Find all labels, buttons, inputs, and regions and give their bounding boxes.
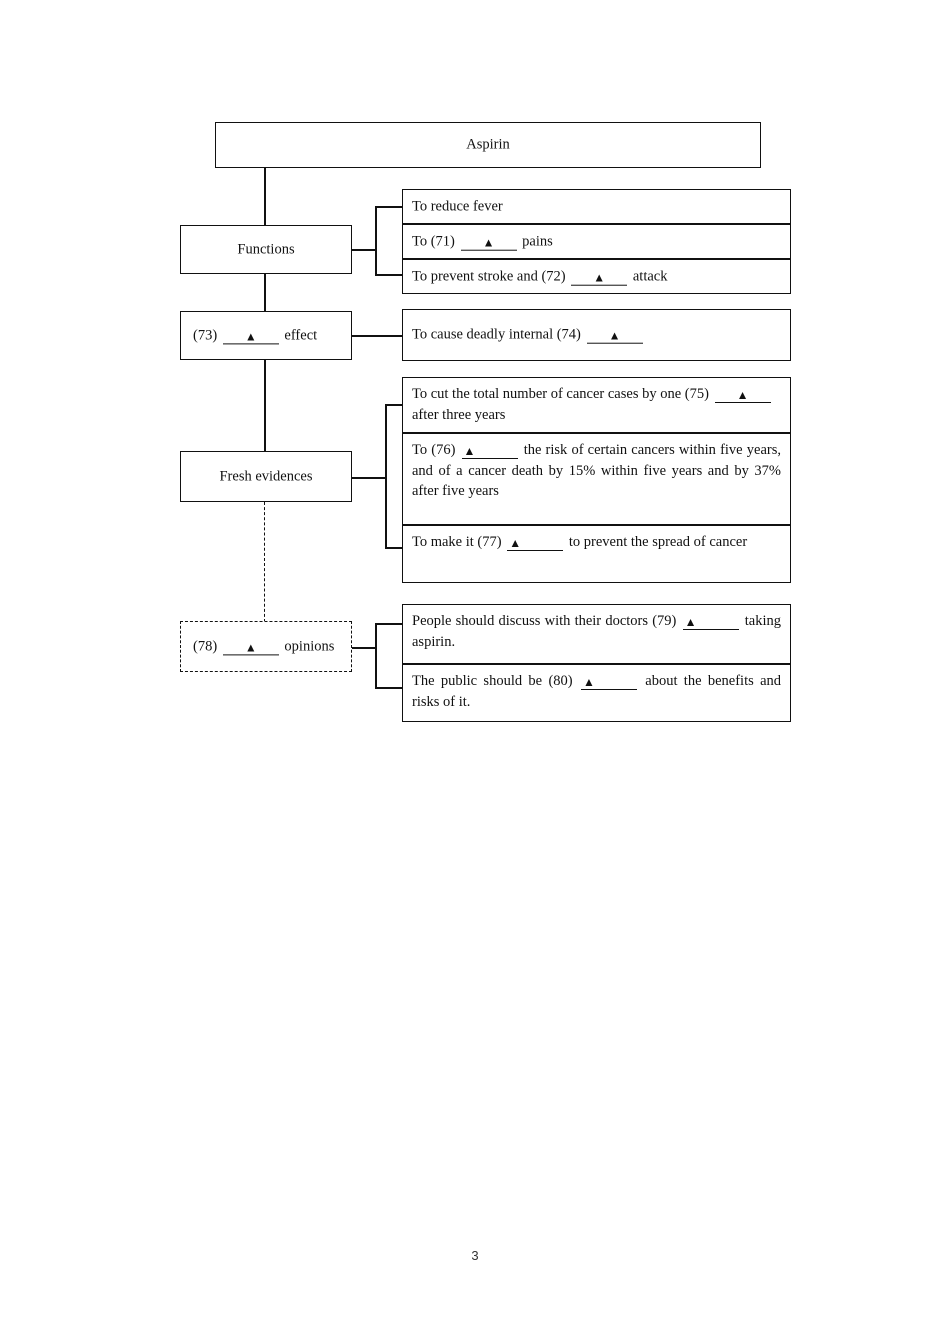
triangle-icon: ▲ — [684, 615, 697, 629]
triangle-icon: ▲ — [608, 328, 621, 343]
detail-cell-76-risk-cancers: To (76) ▲ the risk of certain cancers wi… — [402, 433, 791, 525]
detail-cell-77-spread-cancer: To make it (77) ▲ to prevent the spread … — [402, 525, 791, 583]
answer-blank[interactable]: ▲ — [714, 387, 771, 404]
connector-opinions-stub — [352, 647, 375, 649]
detail-cell-text: To (76) ▲ the risk of certain cancers wi… — [412, 442, 781, 500]
triangle-icon: ▲ — [463, 444, 476, 458]
detail-cell-text: To cut the total number of cancer cases … — [412, 384, 781, 425]
answer-blank[interactable]: ▲ — [682, 614, 739, 631]
answer-blank[interactable]: ▲ — [507, 535, 564, 552]
detail-cell-text: To reduce fever — [412, 198, 503, 215]
detail-cell-79-doctors: People should discuss with their doctors… — [402, 604, 791, 664]
detail-cell-text: To (71) ▲ pains — [412, 233, 553, 251]
triangle-icon: ▲ — [244, 328, 257, 343]
title-box-label: Aspirin — [466, 136, 510, 153]
answer-blank[interactable]: ▲ — [580, 674, 637, 691]
detail-cell-71-pains: To (71) ▲ pains — [402, 224, 791, 259]
connector-functions-spine — [375, 206, 377, 275]
title-box: Aspirin — [215, 122, 761, 168]
triangle-icon: ▲ — [582, 675, 595, 689]
detail-cell-reduce-fever: To reduce fever — [402, 189, 791, 224]
triangle-icon: ▲ — [593, 270, 606, 285]
connector-fresh-row3 — [385, 547, 403, 549]
detail-cell-text: The public should be (80) ▲ about the be… — [412, 673, 782, 710]
detail-cell-75-three-years: To cut the total number of cancer cases … — [402, 377, 791, 433]
answer-blank[interactable]: ▲ — [222, 639, 279, 656]
page-number: 3 — [471, 1248, 479, 1263]
detail-cell-74-internal: To cause deadly internal (74) ▲ — [402, 309, 791, 361]
detail-cell-text: To prevent stroke and (72) ▲ attack — [412, 268, 668, 286]
connector-fresh-row1 — [385, 404, 403, 406]
branch-label-78-opinions: (78) ▲ opinions — [193, 637, 335, 656]
detail-cell-72-attack: To prevent stroke and (72) ▲ attack — [402, 259, 791, 294]
trunk-line-fresh-to-78 — [264, 502, 265, 622]
answer-blank[interactable]: ▲ — [222, 328, 279, 345]
connector-opinions-spine — [375, 623, 377, 688]
detail-cell-80-public: The public should be (80) ▲ about the be… — [402, 664, 791, 722]
connector-fresh-spine — [385, 404, 387, 548]
detail-cell-text: To cause deadly internal (74) ▲ — [412, 325, 781, 346]
triangle-icon: ▲ — [736, 388, 749, 402]
detail-cell-text: To make it (77) ▲ to prevent the spread … — [412, 534, 748, 552]
triangle-icon: ▲ — [509, 536, 522, 550]
triangle-icon: ▲ — [482, 235, 495, 250]
branch-label-73-effect: (73) ▲ effect — [193, 326, 318, 345]
connector-functions-row1 — [375, 206, 403, 208]
answer-blank[interactable]: ▲ — [460, 234, 517, 251]
connector-opinions-row1 — [375, 623, 403, 625]
branch-label-functions: Functions — [237, 241, 295, 257]
answer-blank[interactable]: ▲ — [461, 443, 518, 460]
branch-label-box-functions: Functions — [180, 225, 352, 274]
connector-functions-row3 — [375, 274, 403, 276]
branch-label-box-73-effect: (73) ▲ effect — [180, 311, 352, 360]
answer-blank[interactable]: ▲ — [586, 328, 643, 344]
connector-73-to-detail — [352, 335, 402, 337]
answer-blank[interactable]: ▲ — [571, 269, 628, 286]
branch-label-box-fresh-evidences: Fresh evidences — [180, 451, 352, 502]
trunk-line-upper — [264, 168, 266, 226]
trunk-line-functions-to-73 — [264, 274, 266, 312]
connector-functions-stub — [352, 249, 375, 251]
detail-cell-text: People should discuss with their doctors… — [412, 613, 781, 650]
connector-opinions-row2 — [375, 687, 403, 689]
connector-fresh-stub — [352, 477, 385, 479]
trunk-line-73-to-fresh — [264, 360, 266, 452]
triangle-icon: ▲ — [244, 639, 257, 654]
branch-label-box-78-opinions: (78) ▲ opinions — [180, 621, 352, 672]
branch-label-fresh-evidences: Fresh evidences — [219, 468, 313, 484]
